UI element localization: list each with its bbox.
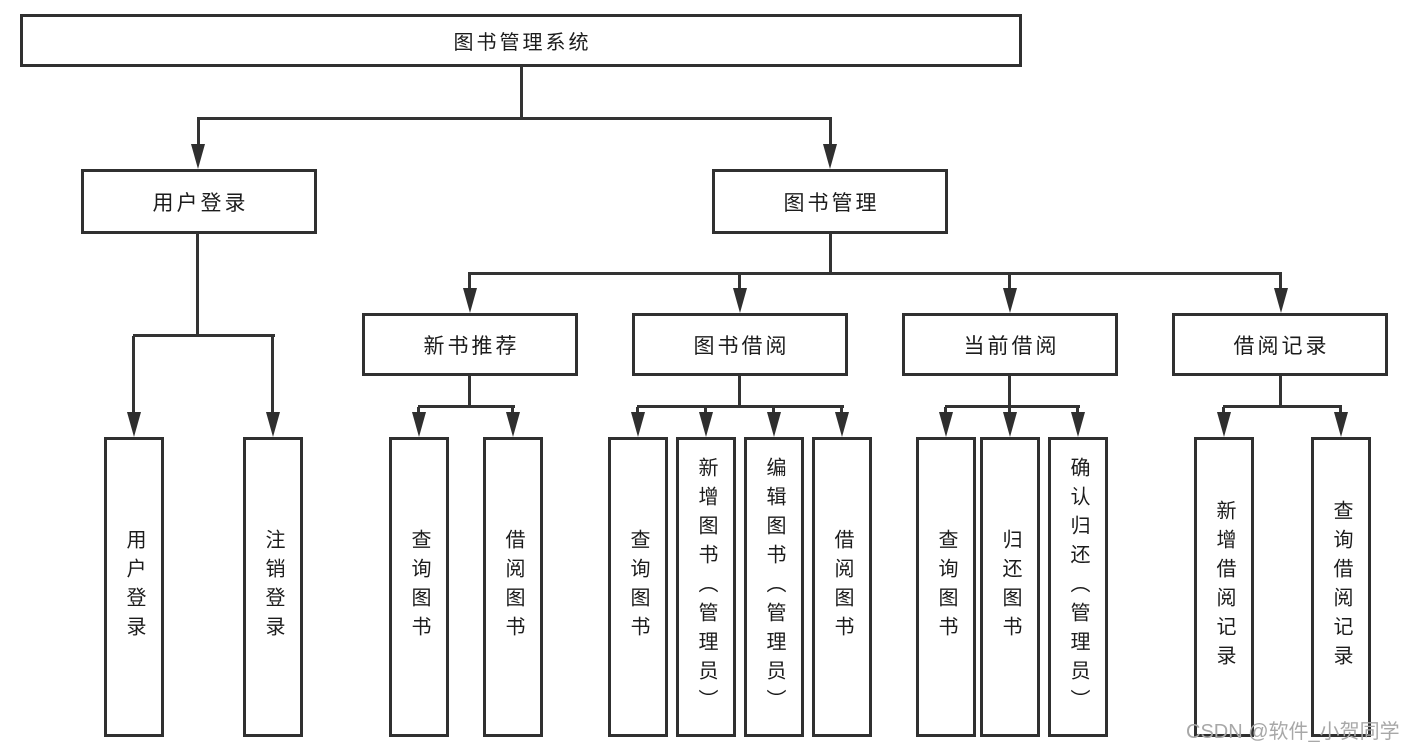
arrowhead-c2 bbox=[699, 412, 713, 437]
arrowhead-new-book-recommend bbox=[463, 288, 477, 313]
leaf-borrow-books-label: 借阅图书 bbox=[831, 529, 853, 645]
leaf-user-login-label: 用户登录 bbox=[123, 529, 145, 645]
connector-arrow-c1-shaft bbox=[636, 407, 639, 415]
connector-arrow-book-management-shaft bbox=[829, 119, 832, 146]
node-book-management: 图书管理 bbox=[712, 169, 948, 234]
connector-arrow-current-borrow-shaft bbox=[1008, 274, 1011, 290]
node-user-login: 用户登录 bbox=[81, 169, 317, 234]
node-current-borrow: 当前借阅 bbox=[902, 313, 1118, 376]
leaf-return-books: 归还图书 bbox=[980, 437, 1040, 737]
leaf-query-books-current: 查询图书 bbox=[916, 437, 976, 737]
arrowhead-book-management bbox=[823, 144, 837, 169]
connector-arrow-leaf-user-login-shaft bbox=[132, 336, 135, 414]
connector-arrow-d2-shaft bbox=[1008, 407, 1011, 415]
connector-arrow-b1-shaft bbox=[417, 407, 420, 415]
leaf-query-borrow-record: 查询借阅记录 bbox=[1311, 437, 1371, 737]
leaf-query-books-current-label: 查询图书 bbox=[935, 529, 957, 645]
arrowhead-d1 bbox=[939, 412, 953, 437]
connector-arrow-d3-shaft bbox=[1076, 407, 1079, 415]
leaf-query-books-borrow: 查询图书 bbox=[608, 437, 668, 737]
arrowhead-b1 bbox=[412, 412, 426, 437]
connector-arrow-c4-shaft bbox=[840, 407, 843, 415]
leaf-query-borrow-record-label: 查询借阅记录 bbox=[1330, 500, 1352, 674]
leaf-query-books-borrow-label: 查询图书 bbox=[627, 529, 649, 645]
leaf-confirm-return-admin-label: 确认归还（管理员） bbox=[1067, 456, 1089, 718]
arrowhead-d2 bbox=[1003, 412, 1017, 437]
arrowhead-e1 bbox=[1217, 412, 1231, 437]
leaf-query-books-recommend-label: 查询图书 bbox=[408, 529, 430, 645]
leaf-add-books-admin: 新增图书（管理员） bbox=[676, 437, 736, 737]
connector-book-borrow-bar bbox=[637, 405, 844, 408]
connector-current-borrow-bar bbox=[945, 405, 1080, 408]
arrowhead-borrow-records bbox=[1274, 288, 1288, 313]
leaf-borrow-books-recommend-label: 借阅图书 bbox=[502, 529, 524, 645]
node-root: 图书管理系统 bbox=[20, 14, 1022, 67]
leaf-edit-books-admin: 编辑图书（管理员） bbox=[744, 437, 804, 737]
arrowhead-leaf-logout bbox=[266, 412, 280, 437]
leaf-borrow-books-recommend: 借阅图书 bbox=[483, 437, 543, 737]
leaf-logout-label: 注销登录 bbox=[262, 529, 284, 645]
connector-arrow-e1-shaft bbox=[1222, 407, 1225, 415]
connector-borrow-records-drop bbox=[1279, 376, 1282, 407]
csdn-watermark: CSDN @软件_小贺同学 bbox=[1186, 721, 1400, 743]
leaf-add-borrow-record: 新增借阅记录 bbox=[1194, 437, 1254, 737]
leaf-logout: 注销登录 bbox=[243, 437, 303, 737]
leaf-add-borrow-record-label: 新增借阅记录 bbox=[1213, 500, 1235, 674]
connector-arrow-new-book-shaft bbox=[468, 274, 471, 290]
arrowhead-c3 bbox=[767, 412, 781, 437]
arrowhead-e2 bbox=[1334, 412, 1348, 437]
leaf-return-books-label: 归还图书 bbox=[999, 529, 1021, 645]
connector-arrow-borrow-records-shaft bbox=[1279, 274, 1282, 290]
connector-arrow-b2-shaft bbox=[511, 407, 514, 415]
arrowhead-current-borrow bbox=[1003, 288, 1017, 313]
connector-user-login-bar bbox=[133, 334, 275, 337]
node-book-borrow: 图书借阅 bbox=[632, 313, 848, 376]
arrowhead-leaf-user-login bbox=[127, 412, 141, 437]
connector-arrow-c3-shaft bbox=[772, 407, 775, 415]
arrowhead-c4 bbox=[835, 412, 849, 437]
leaf-query-books-recommend: 查询图书 bbox=[389, 437, 449, 737]
connector-new-book-drop bbox=[468, 376, 471, 407]
connector-arrow-user-login-shaft bbox=[197, 119, 200, 146]
connector-book-borrow-drop bbox=[738, 376, 741, 407]
connector-book-management-drop bbox=[829, 233, 832, 274]
connector-arrow-leaf-logout-shaft bbox=[271, 336, 274, 414]
connector-borrow-records-bar bbox=[1223, 405, 1342, 408]
leaf-edit-books-admin-label: 编辑图书（管理员） bbox=[763, 456, 785, 718]
leaf-add-books-admin-label: 新增图书（管理员） bbox=[695, 456, 717, 718]
connector-root-drop bbox=[520, 66, 523, 119]
connector-level2-bar bbox=[197, 117, 832, 120]
connector-user-login-drop bbox=[196, 233, 199, 336]
node-borrow-records: 借阅记录 bbox=[1172, 313, 1388, 376]
arrowhead-user-login bbox=[191, 144, 205, 169]
connector-arrow-e2-shaft bbox=[1339, 407, 1342, 415]
leaf-borrow-books: 借阅图书 bbox=[812, 437, 872, 737]
connector-arrow-book-borrow-shaft bbox=[738, 274, 741, 290]
connector-level3-bar bbox=[468, 272, 1282, 275]
connector-arrow-c2-shaft bbox=[704, 407, 707, 415]
connector-arrow-d1-shaft bbox=[944, 407, 947, 415]
node-new-book-recommend: 新书推荐 bbox=[362, 313, 578, 376]
connector-new-book-bar bbox=[418, 405, 515, 408]
arrowhead-d3 bbox=[1071, 412, 1085, 437]
leaf-user-login: 用户登录 bbox=[104, 437, 164, 737]
arrowhead-b2 bbox=[506, 412, 520, 437]
connector-current-borrow-drop bbox=[1008, 376, 1011, 407]
leaf-confirm-return-admin: 确认归还（管理员） bbox=[1048, 437, 1108, 737]
arrowhead-book-borrow bbox=[733, 288, 747, 313]
arrowhead-c1 bbox=[631, 412, 645, 437]
